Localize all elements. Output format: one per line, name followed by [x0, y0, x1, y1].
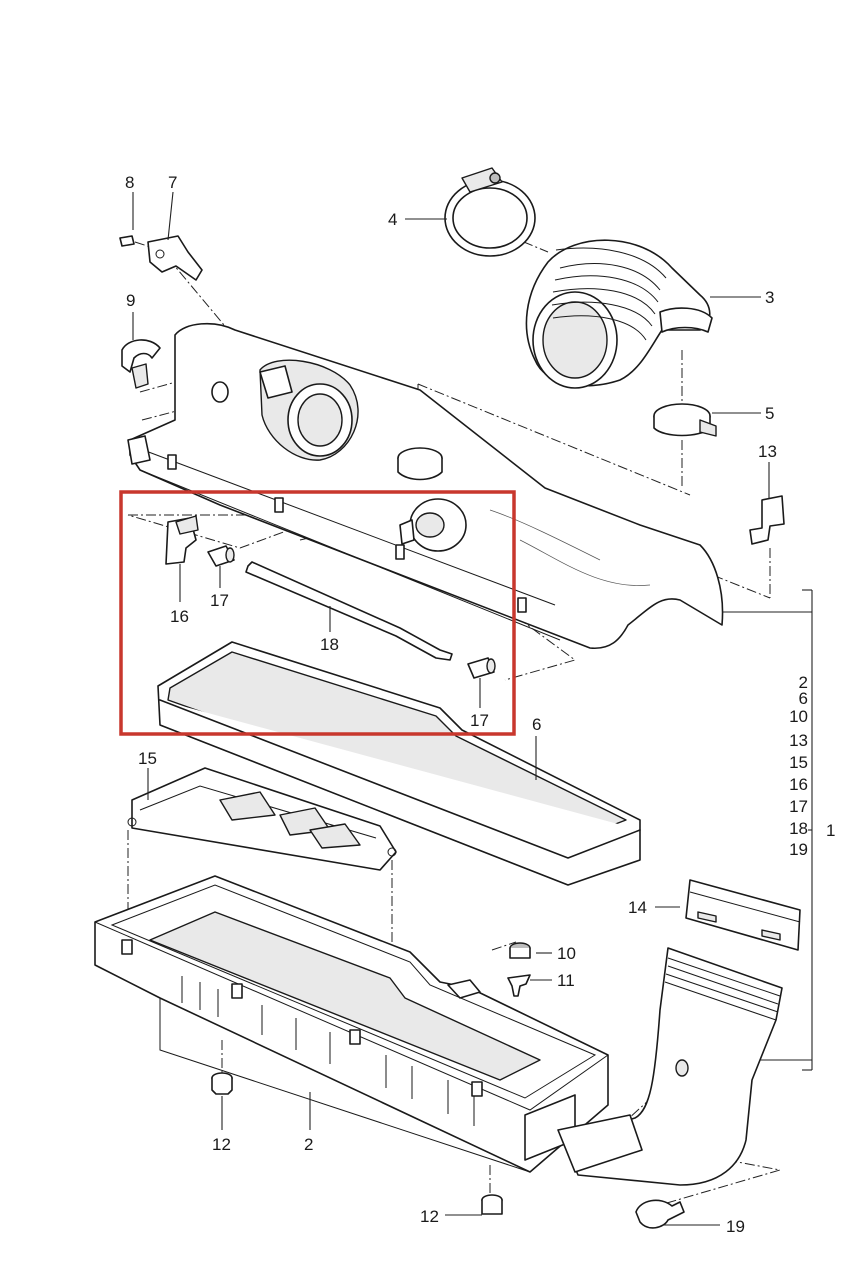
leader-lines — [132, 191, 813, 1226]
assembly-list-item: 17 — [789, 797, 808, 816]
callout-15: 15 — [138, 749, 157, 768]
callout-11: 11 — [557, 971, 575, 990]
hose-clamp-upper — [444, 167, 536, 257]
assembly-list-item: 16 — [789, 775, 808, 794]
grommet-upper — [211, 1072, 233, 1095]
callout-16: 16 — [170, 607, 189, 626]
lower-housing — [94, 875, 609, 1173]
callout-3: 3 — [765, 288, 774, 307]
callout-8: 8 — [125, 173, 134, 192]
assembly-list-item: 19 — [789, 840, 808, 859]
grommet-lower — [481, 1194, 503, 1215]
intake-hose — [525, 239, 713, 389]
assembly-list-item: 15 — [789, 753, 808, 772]
callout-10: 10 — [557, 944, 576, 963]
callout-17a: 17 — [210, 591, 229, 610]
callout-1: 1 — [826, 821, 835, 840]
assembly-list-item: 2 — [799, 673, 808, 692]
air-filter — [157, 641, 641, 886]
callout-labels: 8 7 4 3 9 5 13 16 17 18 17 6 15 14 10 11… — [125, 173, 835, 1236]
callout-2: 2 — [304, 1135, 313, 1154]
bracket-thirteen — [749, 495, 785, 545]
callout-17b: 17 — [470, 711, 489, 730]
intake-duct — [557, 947, 783, 1186]
callout-19: 19 — [726, 1217, 745, 1236]
clip-nine — [121, 339, 161, 389]
assembly-list-item: 13 — [789, 731, 808, 750]
callout-12b: 12 — [420, 1207, 439, 1226]
sensor-with-screw — [119, 235, 203, 281]
hose-clamp-lower — [653, 403, 717, 437]
grommet-ten — [509, 942, 531, 959]
highlighted-parts — [165, 515, 496, 679]
inner-frame — [127, 767, 397, 871]
highlight-frame — [119, 490, 516, 736]
assembly-list-item: 6 — [799, 689, 808, 708]
upper-housing — [127, 322, 724, 650]
assembly-list-item: 18 — [789, 819, 808, 838]
push-pin-eleven — [507, 974, 531, 997]
callout-13: 13 — [758, 442, 777, 461]
callout-4: 4 — [388, 210, 397, 229]
callout-12a: 12 — [212, 1135, 231, 1154]
duct-seal — [685, 879, 801, 951]
callout-7: 7 — [168, 173, 177, 192]
callout-5: 5 — [765, 404, 774, 423]
callout-18: 18 — [320, 635, 339, 654]
callout-6: 6 — [532, 715, 541, 734]
callout-9: 9 — [126, 291, 135, 310]
assembly-list-item: 10 — [789, 707, 808, 726]
callout-14: 14 — [628, 898, 647, 917]
clip-nineteen — [635, 1199, 685, 1229]
